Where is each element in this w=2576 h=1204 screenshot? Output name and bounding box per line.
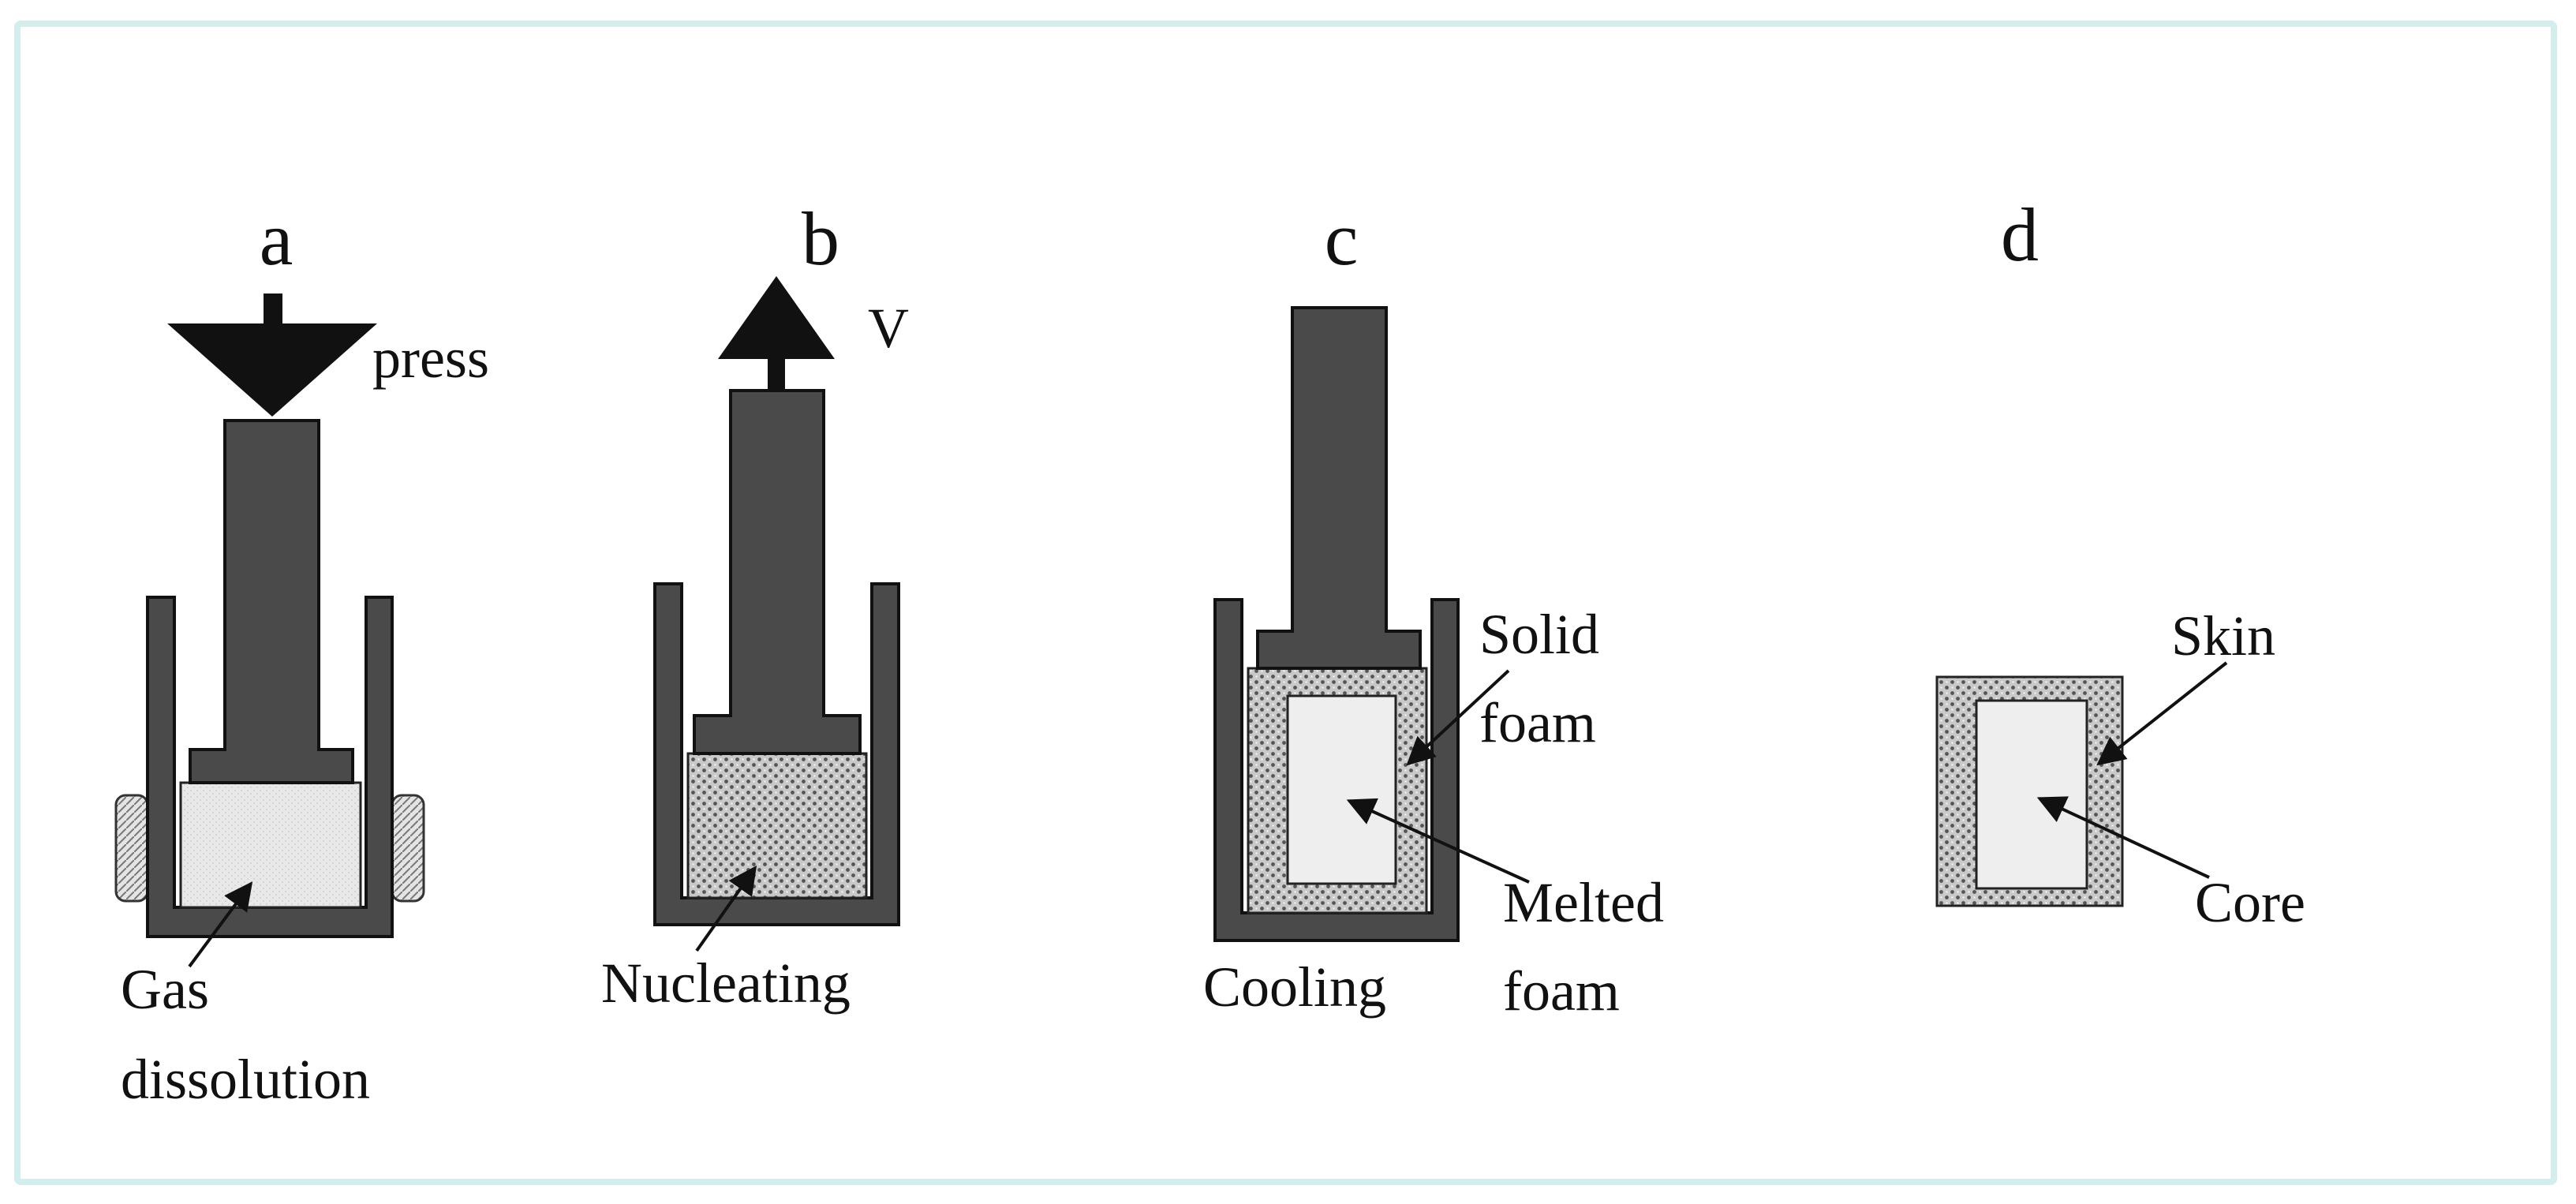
pointer-melted-foam <box>1346 798 1530 884</box>
panel-d: d Skin Core <box>1935 193 2305 934</box>
panel-a-letter: a <box>260 196 293 281</box>
callout-solid: Solid <box>1479 603 1599 666</box>
caption-dissolution: dissolution <box>121 1048 370 1111</box>
pointer-solid-foam <box>1406 669 1510 766</box>
mold-b <box>653 582 900 926</box>
press-label: press <box>372 327 489 390</box>
foam-core <box>1975 699 2088 890</box>
figure-frame <box>14 21 2557 1185</box>
callout-melted: Melted <box>1503 871 1664 934</box>
caption-gas: Gas <box>121 958 209 1021</box>
mold-c <box>1213 598 1460 942</box>
pointer-nucleating <box>695 866 757 952</box>
velocity-arrow-icon <box>718 276 835 392</box>
caption-cooling: Cooling <box>1203 955 1386 1019</box>
melted-foam-core <box>1286 694 1397 885</box>
mold-a <box>146 596 394 938</box>
caption-nucleating: Nucleating <box>601 952 851 1015</box>
nucleated-polymer <box>686 752 868 899</box>
piston-c <box>1256 306 1422 670</box>
gas-dissolved-polymer <box>179 781 362 909</box>
callout-solid-foam: foam <box>1479 691 1596 754</box>
panel-b: b V Nucleating <box>601 196 909 1015</box>
piston-b <box>693 389 862 755</box>
heater-right <box>391 794 425 903</box>
panel-b-letter: b <box>802 196 839 281</box>
callout-melted-foam: foam <box>1503 959 1620 1023</box>
panel-d-letter: d <box>2001 193 2039 277</box>
press-arrow-icon <box>167 294 377 417</box>
velocity-label: V <box>868 297 909 360</box>
piston-a <box>189 419 354 784</box>
panel-c: c Solid foam Melted foam Cooling <box>1203 196 1664 1023</box>
panel-a: a press Gas dissolution <box>114 196 489 1111</box>
pointer-core <box>2036 796 2210 879</box>
panel-c-letter: c <box>1325 196 1359 281</box>
callout-core: Core <box>2195 871 2305 934</box>
callout-skin: Skin <box>2171 604 2275 667</box>
pointer-skin <box>2096 661 2228 766</box>
pointer-gas <box>188 881 253 968</box>
heater-left <box>114 794 149 903</box>
